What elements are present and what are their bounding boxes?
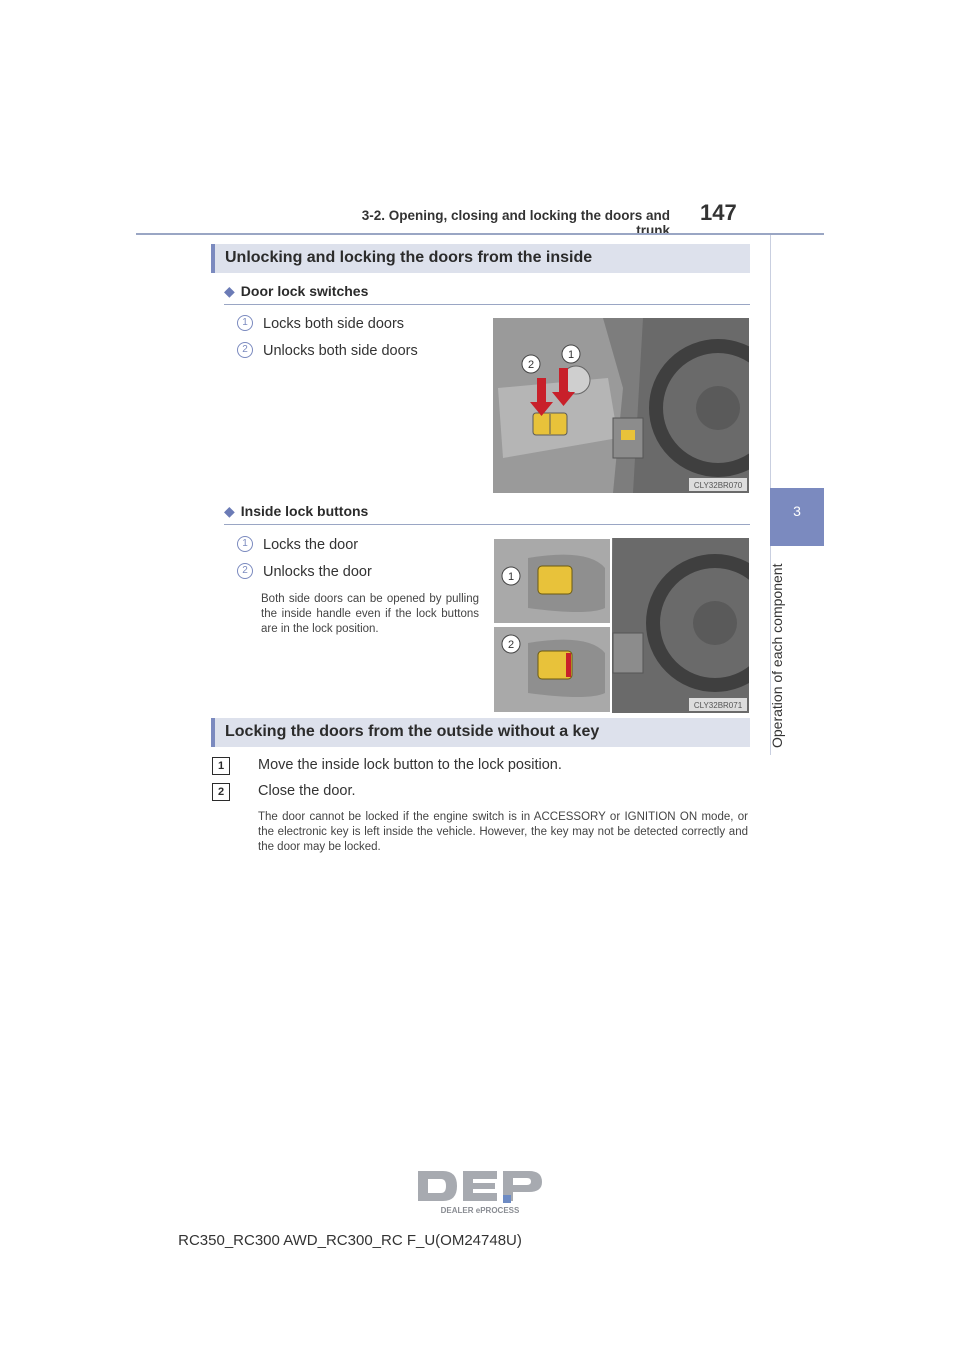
svg-text:2: 2 <box>508 639 514 651</box>
logo-tagline: DEALER ePROCESS <box>441 1206 520 1215</box>
image-code: CLY32BR070 <box>694 481 743 490</box>
section-header-outside: Locking the doors from the outside witho… <box>211 718 750 747</box>
number-badge: 1 <box>237 536 253 553</box>
chapter-label: Operation of each component <box>769 563 785 748</box>
inside-lock-note: Both side doors can be opened by pulling… <box>261 593 479 635</box>
subsection-rule <box>224 524 750 525</box>
diamond-icon: ◆ <box>224 283 235 299</box>
step-number: 1 <box>212 757 230 775</box>
section-title: Locking the doors from the outside witho… <box>225 723 600 740</box>
chapter-tab <box>770 488 824 546</box>
chapter-number: 3 <box>793 503 801 519</box>
section-header-inside: Unlocking and locking the doors from the… <box>211 244 750 273</box>
subsection-inside-lock-buttons: ◆Inside lock buttons <box>224 503 369 519</box>
page-number: 147 <box>700 200 737 225</box>
step-text: Move the inside lock button to the lock … <box>258 757 562 773</box>
inside-lock-button-illustration: 1 2 CLY32BR071 <box>493 538 749 713</box>
svg-text:1: 1 <box>568 349 574 361</box>
step-number: 2 <box>212 783 230 801</box>
outside-lock-note: The door cannot be locked if the engine … <box>258 811 748 853</box>
header-rule <box>136 233 824 235</box>
step-text: Close the door. <box>258 783 356 799</box>
svg-text:1: 1 <box>508 571 514 583</box>
number-badge: 1 <box>237 315 253 332</box>
subsection-rule <box>224 304 750 305</box>
number-badge: 2 <box>237 342 253 359</box>
door-lock-switch-illustration: 2 1 CLY32BR070 <box>493 318 749 493</box>
subsection-door-lock-switches: ◆Door lock switches <box>224 283 369 299</box>
image-code: CLY32BR071 <box>694 701 743 710</box>
number-badge: 2 <box>237 563 253 580</box>
section-title: Unlocking and locking the doors from the… <box>225 249 593 266</box>
svg-text:2: 2 <box>528 359 534 371</box>
footer-model-code: RC350_RC300 AWD_RC300_RC F_U(OM24748U) <box>178 1232 522 1249</box>
dealer-eprocess-logo: DEALER ePROCESS <box>415 1168 545 1216</box>
diamond-icon: ◆ <box>224 503 235 519</box>
